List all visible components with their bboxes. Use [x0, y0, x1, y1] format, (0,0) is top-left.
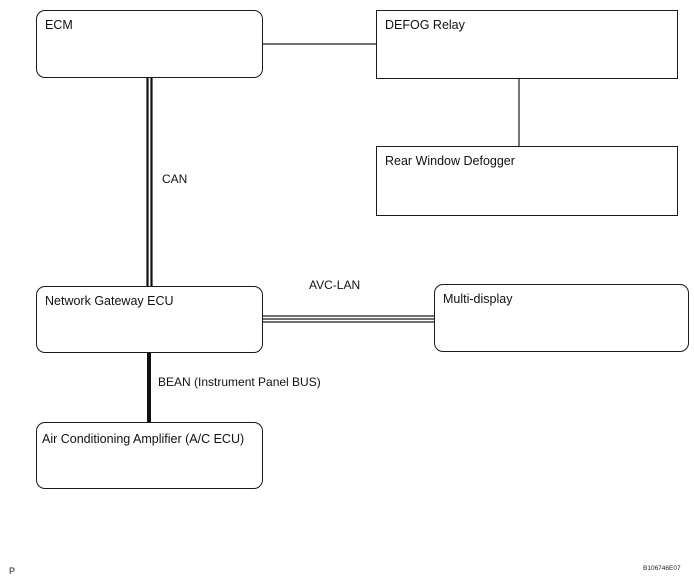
multi-display-box: Multi-display	[434, 284, 689, 352]
avc-lan-label: AVC-LAN	[309, 278, 361, 292]
rear-window-defogger-label: Rear Window Defogger	[385, 154, 515, 168]
network-gateway-ecu-label: Network Gateway ECU	[45, 294, 174, 308]
defog-relay-box: DEFOG Relay	[376, 10, 678, 79]
air-conditioning-amplifier-label: Air Conditioning Amplifier (A/C ECU)	[42, 432, 245, 446]
air-conditioning-amplifier-box: Air Conditioning Amplifier (A/C ECU)	[36, 422, 263, 489]
can-label: CAN	[162, 172, 188, 186]
network-gateway-ecu-box: Network Gateway ECU	[36, 286, 263, 353]
ecm-label: ECM	[45, 18, 73, 32]
multi-display-label: Multi-display	[443, 292, 513, 306]
page-marker: P	[9, 566, 16, 576]
defog-relay-label: DEFOG Relay	[385, 18, 465, 32]
avc-lan-line	[262, 315, 434, 323]
bean-label: BEAN (Instrument Panel BUS)	[158, 375, 321, 389]
ecm-box: ECM	[36, 10, 263, 78]
rear-window-defogger-box: Rear Window Defogger	[376, 146, 678, 216]
can-bus-line	[146, 78, 153, 286]
figure-code: B106746E07	[643, 565, 681, 572]
